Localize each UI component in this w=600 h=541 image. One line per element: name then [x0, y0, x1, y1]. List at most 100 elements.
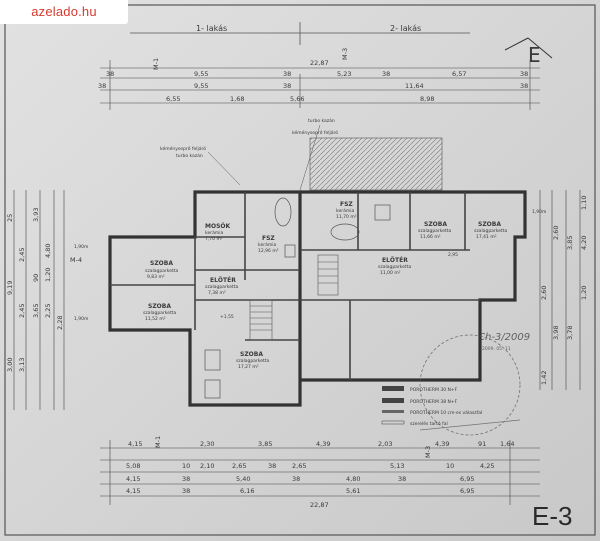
svg-text:POROTHERM 30 N+F: POROTHERM 30 N+F [410, 387, 458, 393]
svg-text:38: 38 [268, 462, 276, 470]
svg-text:kerámia: kerámia [205, 229, 223, 236]
section-m1-top: M-1 [152, 58, 160, 70]
svg-text:9,55: 9,55 [194, 82, 208, 90]
bottom-dim-row4: 4,15 38 6,16 5,61 6,95 [126, 487, 474, 495]
svg-text:2,60: 2,60 [540, 286, 548, 300]
svg-text:kerámia: kerámia [336, 207, 354, 214]
svg-text:6,95: 6,95 [460, 475, 474, 483]
svg-text:9,83 m²: 9,83 m² [147, 274, 165, 280]
svg-text:5,13: 5,13 [390, 462, 404, 470]
header-unit2: 2- lakás [390, 24, 421, 33]
svg-text:4,25: 4,25 [480, 462, 494, 470]
bottom-dim-row1: 4,15 2,30 3,85 4,39 2,03 4,39 91 1,64 [128, 440, 514, 448]
svg-text:38: 38 [520, 82, 528, 90]
svg-text:SZOBA: SZOBA [424, 221, 447, 228]
svg-text:1,64: 1,64 [500, 440, 514, 448]
svg-text:7,70 m²: 7,70 m² [205, 236, 223, 242]
room-fsz-right: FSZ kerámia 11,70 m² [336, 201, 357, 220]
svg-text:38: 38 [182, 487, 190, 495]
svg-text:POROTHERM 38 N+F: POROTHERM 38 N+F [410, 399, 458, 405]
svg-text:1,20: 1,20 [580, 286, 588, 300]
svg-text:2,30: 2,30 [200, 440, 214, 448]
svg-text:4,80: 4,80 [44, 244, 52, 258]
svg-text:11,70 m²: 11,70 m² [336, 214, 357, 220]
svg-text:2,65: 2,65 [292, 462, 306, 470]
chimney-label-left: kéményseprő feljáró [160, 145, 206, 152]
svg-text:4,15: 4,15 [126, 475, 140, 483]
bottom-dim-row3: 4,15 38 5,40 38 4,80 38 6,95 [126, 475, 474, 483]
svg-text:FSZ: FSZ [340, 201, 353, 208]
window-height-1: 1,90m [74, 244, 88, 250]
svg-text:9,55: 9,55 [194, 70, 208, 78]
svg-text:91: 91 [478, 440, 486, 448]
window-height-3: 1,90m [532, 209, 546, 215]
approval-stamp: Ch-3/2009 2009. 05. 11 [419, 332, 530, 436]
wall-legend: POROTHERM 30 N+F POROTHERM 38 N+F POROTH… [381, 386, 482, 427]
svg-text:4,80: 4,80 [346, 475, 360, 483]
svg-text:E: E [528, 43, 541, 67]
svg-text:1,20: 1,20 [44, 268, 52, 282]
svg-text:1,10: 1,10 [580, 196, 588, 210]
svg-text:szalagparketta: szalagparketta [205, 284, 239, 290]
svg-text:2,10: 2,10 [200, 462, 214, 470]
svg-text:5,61: 5,61 [346, 487, 360, 495]
svg-text:11,00 m²: 11,00 m² [380, 270, 401, 276]
room-eloter-right: ELŐTÉR szalagparketta 11,00 m² [378, 256, 412, 276]
svg-text:9,19: 9,19 [6, 281, 14, 295]
svg-text:3,93: 3,93 [32, 208, 40, 222]
boiler-label-right: turbo kazán [308, 117, 335, 124]
svg-text:3,78: 3,78 [566, 326, 574, 340]
sheet-label: E-3 [532, 501, 572, 531]
svg-text:5,66: 5,66 [290, 95, 304, 103]
svg-text:5,23: 5,23 [337, 70, 351, 78]
top-dim-row4: 6,55 1,68 5,66 8,98 [166, 95, 434, 103]
svg-text:3,65: 3,65 [32, 304, 40, 318]
svg-text:szalagparketta: szalagparketta [236, 358, 270, 364]
boiler-label-left: turbo kazán [176, 152, 203, 159]
svg-text:3,00: 3,00 [6, 358, 14, 372]
svg-text:3,98: 3,98 [552, 326, 560, 340]
svg-text:10: 10 [182, 462, 190, 470]
svg-text:38: 38 [382, 70, 390, 78]
svg-text:2009. 05. 11: 2009. 05. 11 [482, 346, 511, 352]
bathroom-fixtures [204, 197, 391, 399]
room-szoba-5: SZOBA szalagparketta 17,41 m² [474, 221, 508, 240]
svg-text:38: 38 [182, 475, 190, 483]
svg-text:1,68: 1,68 [230, 95, 244, 103]
svg-text:SZOBA: SZOBA [150, 260, 173, 267]
svg-text:szalagparketta: szalagparketta [474, 228, 508, 234]
svg-text:38: 38 [292, 475, 300, 483]
top-dim-row2: 38 9,55 38 5,23 38 6,57 38 [106, 70, 528, 78]
section-m3-top: M-3 [341, 48, 349, 60]
svg-text:2,45: 2,45 [18, 304, 26, 318]
svg-text:MOSÓK: MOSÓK [205, 223, 230, 230]
header-unit1: 1- lakás [196, 24, 227, 33]
section-m1-bottom: M-1 [154, 436, 162, 448]
section-m4: M-4 [70, 256, 82, 264]
svg-text:2,45: 2,45 [18, 248, 26, 262]
svg-text:4,39: 4,39 [435, 440, 449, 448]
svg-text:6,57: 6,57 [452, 70, 466, 78]
svg-text:1,42: 1,42 [540, 371, 548, 385]
svg-text:Ch-3/2009: Ch-3/2009 [478, 332, 530, 343]
svg-text:38: 38 [398, 475, 406, 483]
svg-text:ELŐTÉR: ELŐTÉR [382, 256, 408, 264]
room-eloter-left: ELŐTÉR szalagparketta 7,38 m² [205, 276, 239, 296]
bottom-dim-total: 22,87 [310, 501, 329, 509]
svg-text:38: 38 [520, 70, 528, 78]
stairs [249, 254, 339, 341]
svg-text:6,55: 6,55 [166, 95, 180, 103]
svg-text:4,39: 4,39 [316, 440, 330, 448]
svg-text:11,64: 11,64 [405, 82, 424, 90]
stair-height: 2,95 [448, 252, 458, 258]
bottom-dim-row2: 5,08 10 2,10 2,65 38 2,65 5,13 10 4,25 [126, 462, 494, 470]
svg-text:kerámia: kerámia [258, 241, 276, 248]
svg-text:szalagparketta: szalagparketta [418, 228, 452, 234]
svg-text:szalagparketta: szalagparketta [143, 310, 177, 316]
svg-text:4,15: 4,15 [126, 487, 140, 495]
top-dim-row3: 38 9,55 38 11,64 38 [98, 82, 528, 90]
svg-text:38: 38 [106, 70, 114, 78]
building-walls [108, 190, 527, 407]
svg-text:ELŐTÉR: ELŐTÉR [210, 276, 236, 284]
svg-text:SZOBA: SZOBA [148, 303, 171, 310]
